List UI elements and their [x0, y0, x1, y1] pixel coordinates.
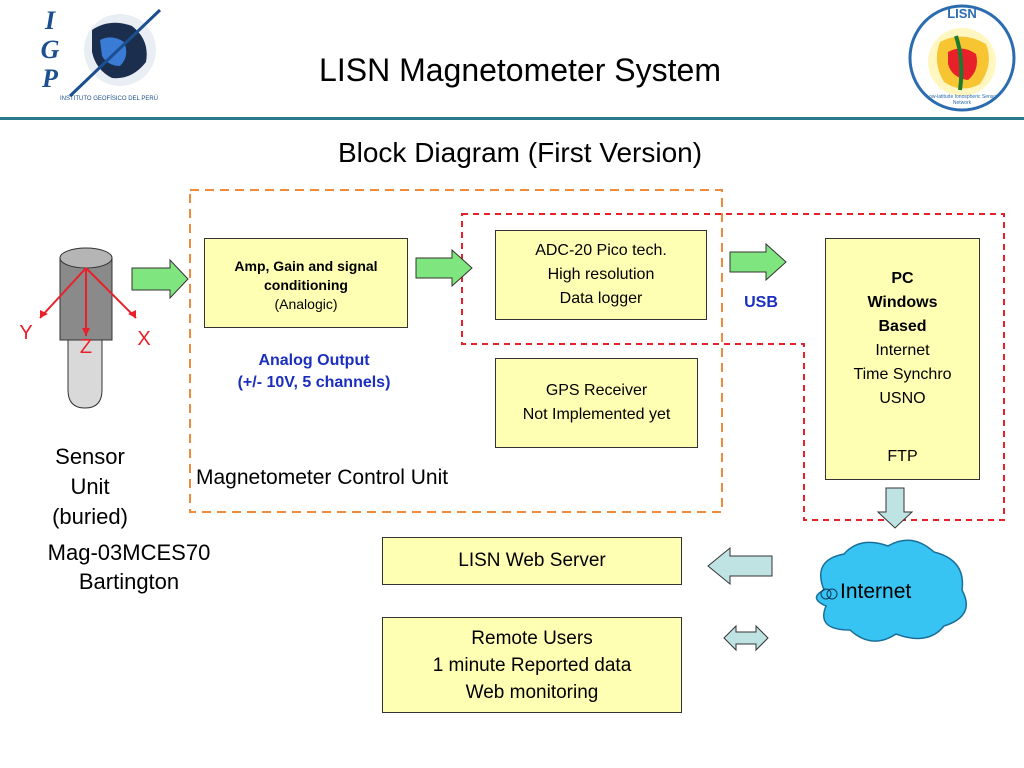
analog-output-line-2: (+/- 10V, 5 channels): [237, 374, 391, 391]
axis-z-label: Z: [79, 336, 93, 358]
gps-line-1: GPS Receiver: [545, 382, 648, 399]
sensor-model-label: Mag-03MCES70 Bartington: [16, 538, 242, 596]
axis-y-label: Y: [19, 322, 33, 344]
sensor-model-line-2: Bartington: [78, 569, 180, 594]
adc-line-1: ADC-20 Pico tech.: [535, 242, 667, 259]
pc-block: PC Windows Based Internet Time Synchro U…: [825, 238, 980, 480]
logo-letter-g: G: [40, 35, 60, 64]
amp-line-2: conditioning: [264, 277, 348, 293]
analog-output-label: Analog Output (+/- 10V, 5 channels): [206, 350, 422, 394]
web-server-label: LISN Web Server: [458, 550, 606, 571]
logo-letter-p: P: [42, 64, 58, 93]
control-unit-label: Magnetometer Control Unit: [196, 466, 449, 489]
sensor-model-line-1: Mag-03MCES70: [47, 540, 211, 565]
sensor-cylinder: [39, 247, 137, 409]
gps-line-2: Not Implemented yet: [522, 406, 671, 423]
pc-line-6: USNO: [879, 390, 926, 407]
lisn-logo-ring-text: Low-latitude Ionospheric Sensor Network: [926, 94, 998, 106]
arrow-sensor-to-amp: [131, 258, 189, 300]
adc-line-2: High resolution: [547, 266, 655, 283]
internet-cloud-icon: [815, 539, 967, 642]
sensor-unit-line-1: Sensor: [55, 444, 125, 469]
header-divider: [0, 117, 1024, 120]
sensor-unit-label: Sensor Unit (buried): [30, 442, 150, 532]
arrow-internet-to-webserver: [707, 546, 773, 586]
page-title: LISN Magnetometer System: [319, 52, 721, 88]
adc-line-3: Data logger: [559, 290, 643, 307]
pc-line-7: FTP: [887, 448, 918, 465]
remote-line-3: Web monitoring: [465, 681, 599, 703]
sensor-unit-line-2: Unit: [70, 474, 110, 499]
remote-users-block: Remote Users 1 minute Reported data Web …: [382, 617, 682, 713]
igp-logo-letters: I G P: [36, 6, 64, 93]
pc-line-4: Internet: [875, 342, 930, 359]
control-unit-group: [189, 189, 723, 513]
pc-line-1: PC: [891, 270, 914, 287]
logo-letter-i: I: [44, 6, 56, 35]
remote-line-1: Remote Users: [471, 627, 593, 649]
diagram-subtitle: Block Diagram (First Version): [337, 137, 703, 168]
usb-label: USB: [744, 294, 778, 311]
amp-conditioning-block: Amp, Gain and signal conditioning (Analo…: [204, 238, 408, 328]
amp-line-1: Amp, Gain and signal: [234, 258, 378, 274]
arrow-amp-to-adc: [415, 248, 473, 288]
internet-label: Internet: [840, 580, 912, 603]
amp-line-3: (Analogic): [274, 296, 338, 312]
pc-line-2: Windows: [867, 294, 938, 311]
axis-x-label: X: [137, 328, 151, 350]
pc-line-5: Time Synchro: [853, 366, 952, 383]
pc-line-3: Based: [878, 318, 927, 335]
pc-logger-group: [461, 213, 1005, 521]
arrow-pc-to-internet: [876, 487, 914, 529]
igp-logo-caption: INSTITUTO GEOFÍSICO DEL PERÚ: [60, 96, 159, 102]
analog-output-line-1: Analog Output: [258, 352, 370, 369]
igp-logo: [24, 4, 172, 104]
gps-receiver-block: GPS Receiver Not Implemented yet: [495, 358, 698, 448]
lisn-logo-top-text: LISN: [947, 6, 977, 21]
arrow-adc-to-pc: [729, 242, 787, 282]
sensor-unit-line-3: (buried): [52, 504, 128, 529]
remote-line-2: 1 minute Reported data: [432, 654, 632, 676]
web-server-block: LISN Web Server: [382, 537, 682, 585]
arrow-remote-users-bidirectional: [723, 624, 769, 652]
adc-logger-block: ADC-20 Pico tech. High resolution Data l…: [495, 230, 707, 320]
lisn-logo: [908, 4, 1016, 112]
